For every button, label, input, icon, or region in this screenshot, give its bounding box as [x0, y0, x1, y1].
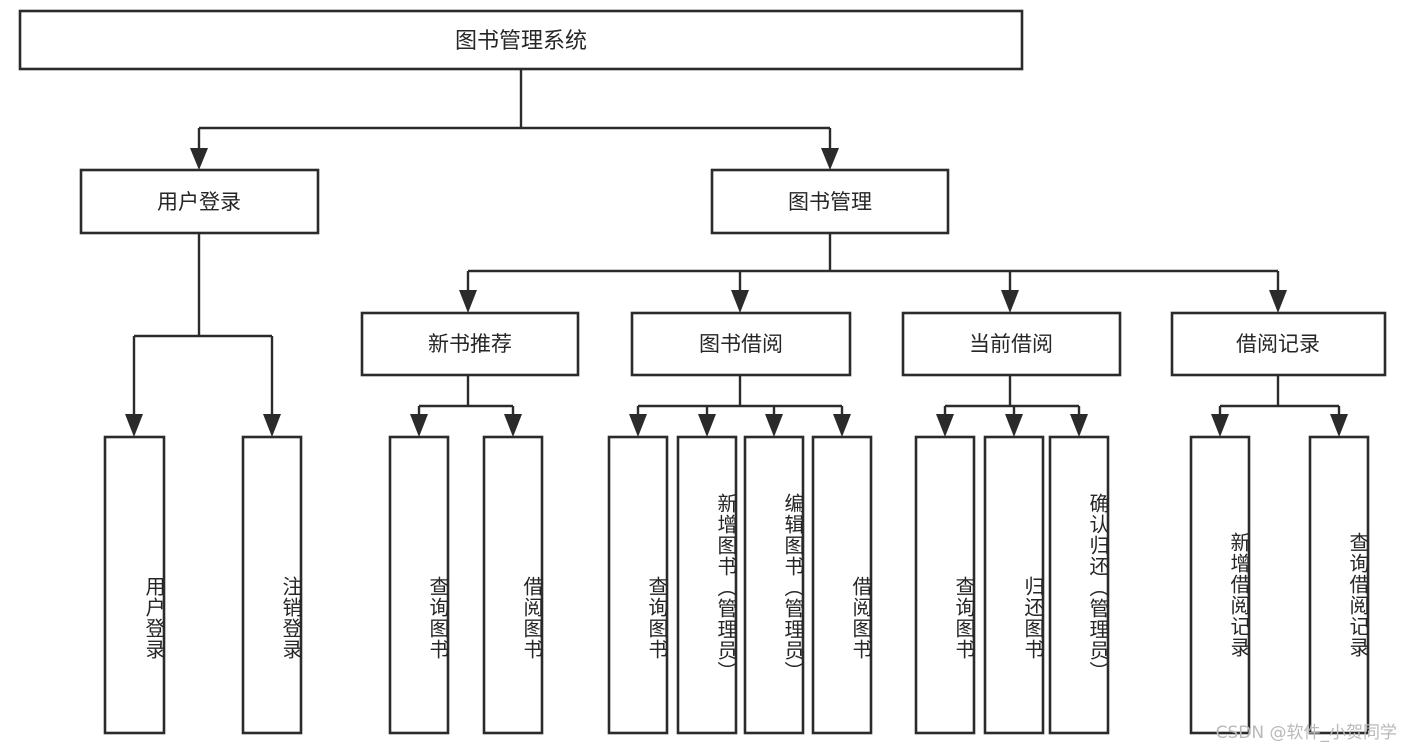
node-current-borrow-label: 当前借阅 — [969, 332, 1053, 356]
node-book-borrow-label: 图书借阅 — [699, 332, 783, 356]
leaf-current-borrow-query[interactable] — [914, 435, 976, 735]
leaf-current-borrow-confirm[interactable] — [1048, 435, 1110, 735]
arrow-head-bb-leaf-4 — [833, 414, 851, 437]
arrow-head-br-leaf-2 — [1330, 414, 1348, 437]
arrow-head-book-borrow — [731, 290, 749, 313]
arrow-head-cb-leaf-1 — [936, 414, 954, 437]
node-new-book-recommend[interactable] — [360, 311, 580, 377]
node-new-book-recommend-label: 新书推荐 — [428, 332, 512, 356]
connector-layer — [125, 69, 1348, 437]
arrow-head-book-manage — [821, 148, 839, 170]
arrow-head-bb-leaf-1 — [629, 414, 647, 437]
leaf-book-borrow-query[interactable] — [607, 435, 669, 735]
leaf-user-login-login[interactable] — [103, 435, 166, 735]
leaf-book-borrow-edit[interactable] — [743, 435, 805, 735]
arrow-head-leaf-user-login — [125, 414, 143, 437]
leaf-new-book-borrow[interactable] — [482, 435, 544, 735]
node-layer: 图书管理系统 用户登录 图书管理 新书推荐 图书借阅 当前借阅 借阅记录 — [18, 9, 1387, 735]
arrow-head-nb-leaf-1 — [410, 414, 428, 437]
arrow-head-borrow-record — [1269, 290, 1287, 313]
node-book-borrow[interactable] — [630, 311, 852, 377]
node-borrow-record[interactable] — [1170, 311, 1387, 377]
node-user-login[interactable] — [79, 168, 320, 235]
node-current-borrow[interactable] — [901, 311, 1122, 377]
node-borrow-record-label: 借阅记录 — [1236, 332, 1320, 356]
arrow-head-bb-leaf-2 — [698, 414, 716, 437]
leaf-current-borrow-return[interactable] — [983, 435, 1045, 735]
arrow-head-cb-leaf-2 — [1005, 414, 1023, 437]
csdn-watermark: CSDN @软件_小贺同学 — [1215, 723, 1397, 743]
leaf-borrow-record-query[interactable] — [1308, 435, 1370, 735]
arrow-head-bb-leaf-3 — [765, 414, 783, 437]
leaf-user-login-logout[interactable] — [241, 435, 303, 735]
arrow-head-new-book — [459, 290, 477, 313]
arrow-head-cb-leaf-3 — [1070, 414, 1088, 437]
node-book-manage-label: 图书管理 — [788, 190, 872, 214]
arrow-head-nb-leaf-2 — [504, 414, 522, 437]
leaf-borrow-record-add[interactable] — [1189, 435, 1251, 735]
node-root-system[interactable] — [18, 9, 1024, 71]
arrow-head-leaf-logout — [263, 414, 281, 437]
arrow-head-br-leaf-1 — [1211, 414, 1229, 437]
leaf-book-borrow-add[interactable] — [676, 435, 738, 735]
arrow-head-current-borrow — [1001, 290, 1019, 313]
node-book-manage[interactable] — [710, 168, 950, 235]
node-user-login-label: 用户登录 — [157, 190, 241, 214]
leaf-book-borrow-lend[interactable] — [811, 435, 873, 735]
node-root-system-label: 图书管理系统 — [455, 29, 587, 54]
arrow-head-user-login — [190, 148, 208, 170]
leaf-new-book-query[interactable] — [388, 435, 450, 735]
